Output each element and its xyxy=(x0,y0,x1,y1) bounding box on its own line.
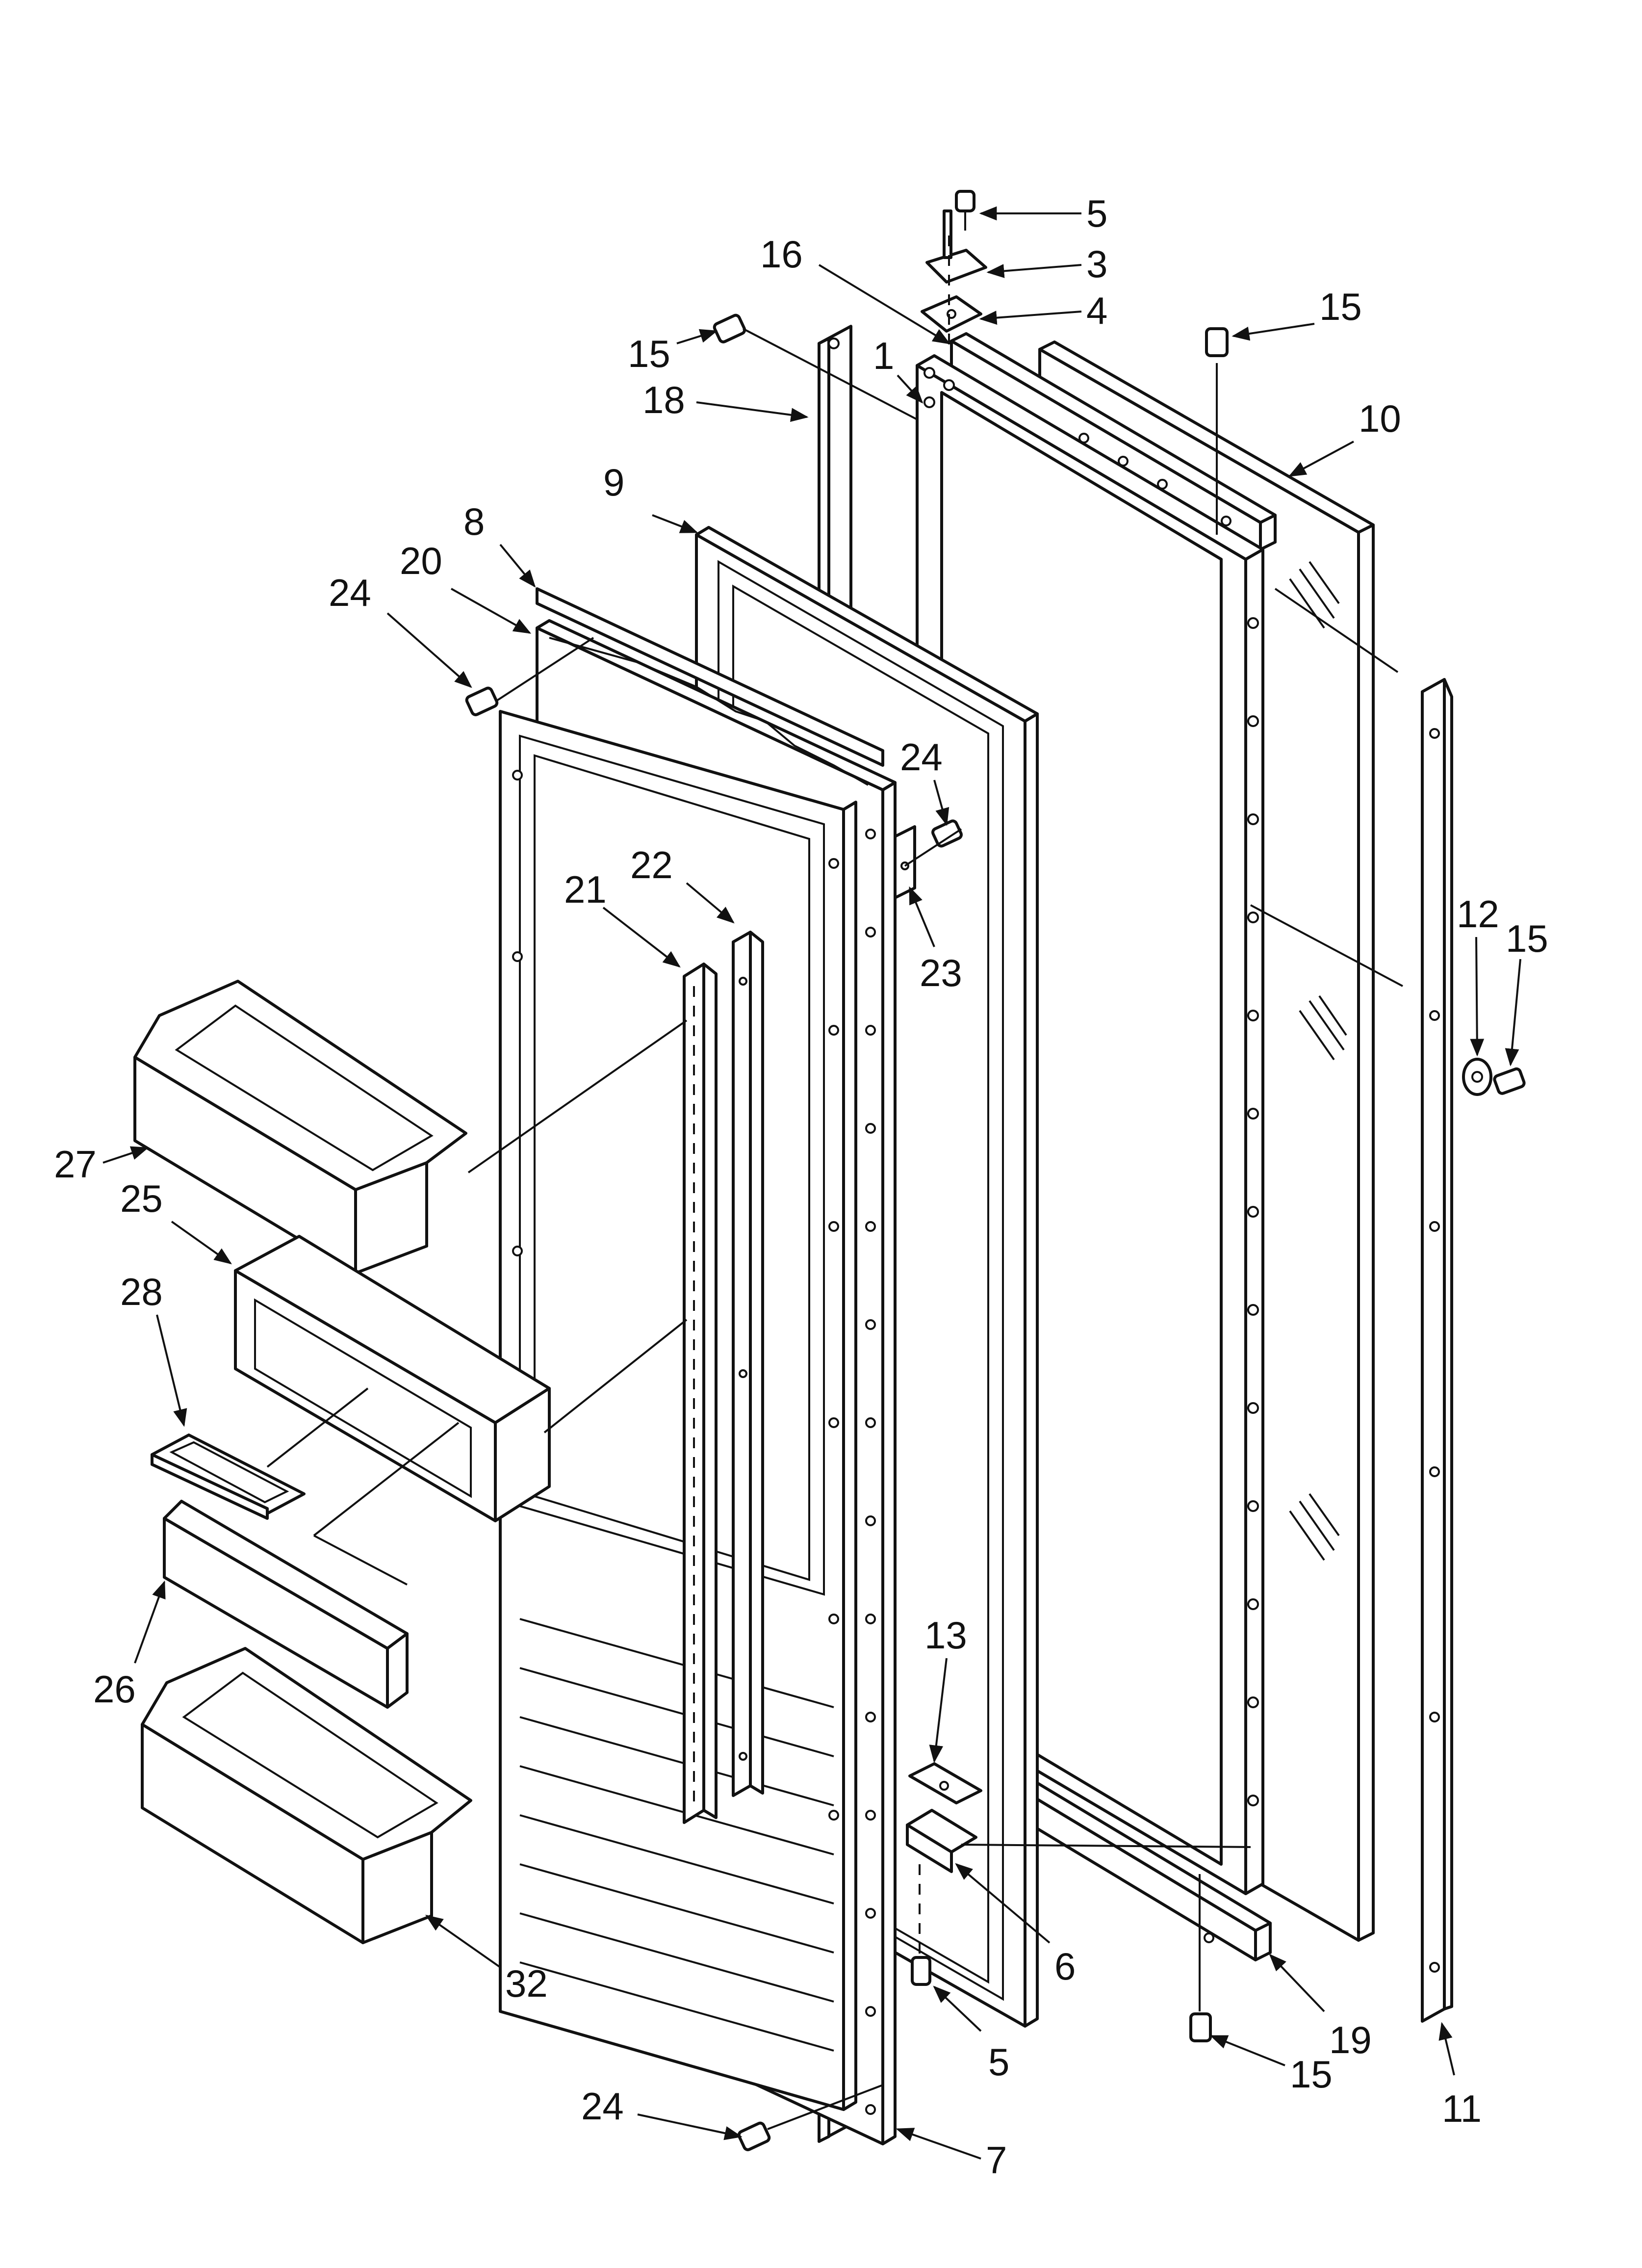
screw-15-right xyxy=(1493,1067,1526,1095)
callout-25: 25 xyxy=(120,1177,163,1220)
screw-24-bottom xyxy=(737,2121,771,2151)
callout-3: 3 xyxy=(1086,242,1107,286)
callout-20: 20 xyxy=(400,539,442,582)
callout-5-bottom: 5 xyxy=(988,2040,1009,2084)
tray-28 xyxy=(151,1434,306,1520)
screw-15-top-left xyxy=(713,313,746,343)
door-panel-7 xyxy=(499,710,857,2111)
screw-5-top xyxy=(955,190,975,231)
callout-16: 16 xyxy=(760,233,803,276)
screw-24-top xyxy=(465,686,499,716)
callout-24-top: 24 xyxy=(329,571,371,614)
callout-4: 4 xyxy=(1086,289,1107,332)
washer-12 xyxy=(1462,1058,1492,1096)
callout-12: 12 xyxy=(1457,892,1499,936)
callout-28: 28 xyxy=(120,1270,163,1313)
screw-5-bottom xyxy=(911,1956,931,1986)
screw-15-top-right xyxy=(1205,327,1229,357)
dairy-door-25 xyxy=(234,1235,551,1522)
callout-15-right: 15 xyxy=(1506,917,1548,960)
callout-18: 18 xyxy=(642,378,685,421)
callout-26: 26 xyxy=(93,1668,136,1711)
callout-8: 8 xyxy=(463,500,485,543)
callout-6: 6 xyxy=(1054,1945,1076,1988)
callout-19: 19 xyxy=(1329,2018,1372,2061)
callout-15-top-right: 15 xyxy=(1319,285,1362,328)
callout-labels: 5 3 4 16 15 15 1 18 10 9 8 20 24 24 22 2… xyxy=(54,192,1548,2182)
hinge-plate-4 xyxy=(921,295,982,333)
callout-10: 10 xyxy=(1359,397,1401,440)
callout-24-bottom: 24 xyxy=(581,2085,624,2128)
callout-13: 13 xyxy=(924,1614,967,1657)
shelf-bracket-16 xyxy=(950,332,1277,551)
callout-9: 9 xyxy=(603,461,624,504)
callout-15-top-left: 15 xyxy=(628,332,670,375)
callout-15-bottom: 15 xyxy=(1290,2053,1333,2096)
callout-7: 7 xyxy=(986,2138,1007,2182)
callout-arrows xyxy=(103,206,1521,2160)
alignment-lines xyxy=(266,328,1403,2130)
callout-27: 27 xyxy=(54,1143,97,1186)
hinge-plate-13 xyxy=(908,1762,982,1804)
callout-1: 1 xyxy=(873,334,894,377)
dairy-door-front-26 xyxy=(163,1500,409,1709)
screw-15-bottom xyxy=(1189,2012,1212,2042)
callout-32: 32 xyxy=(505,1962,548,2005)
callout-21: 21 xyxy=(564,868,607,911)
callout-11: 11 xyxy=(1442,2087,1482,2130)
top-hinge-3 xyxy=(925,209,987,284)
callout-5-top: 5 xyxy=(1086,192,1107,235)
trim-strip-21 xyxy=(683,963,718,1824)
door-bin-27 xyxy=(133,980,467,1275)
door-bin-32 xyxy=(141,1647,472,1944)
side-trim-11 xyxy=(1421,678,1453,2023)
callout-22: 22 xyxy=(630,843,673,886)
callout-24-mid: 24 xyxy=(900,735,943,779)
trim-strip-22 xyxy=(732,931,764,1797)
callout-23: 23 xyxy=(920,951,962,994)
bottom-hinge-6 xyxy=(906,1809,977,1873)
